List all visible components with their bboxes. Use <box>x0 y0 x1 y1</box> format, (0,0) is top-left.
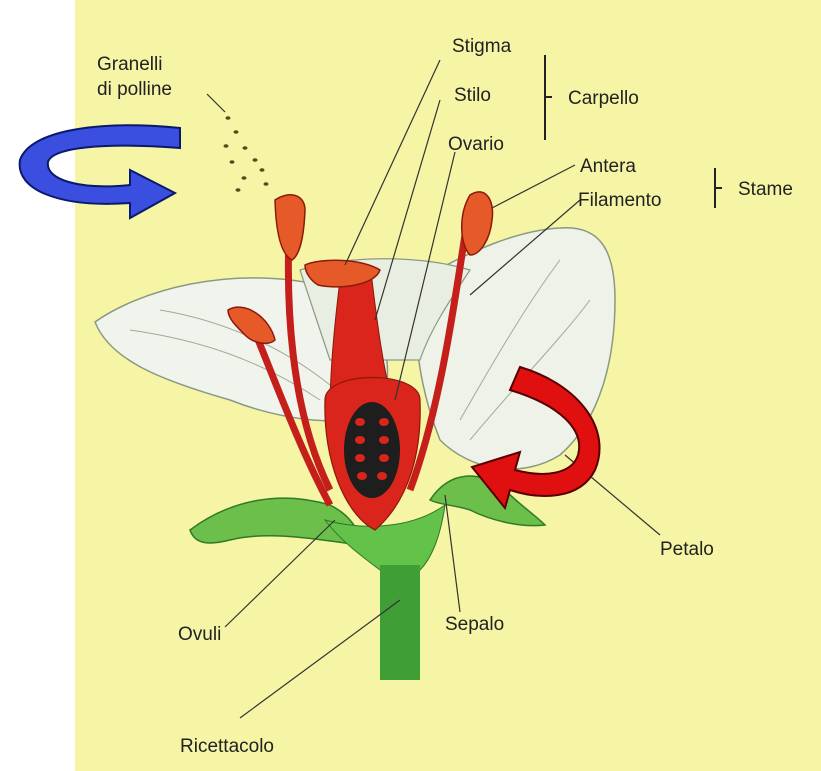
ovary-chamber <box>344 402 400 498</box>
label-filamento: Filamento <box>578 190 661 211</box>
label-ricettacolo: Ricettacolo <box>180 736 274 757</box>
label-ovuli: Ovuli <box>178 624 221 645</box>
label-sepalo: Sepalo <box>445 614 504 635</box>
label-carpello: Carpello <box>568 88 639 109</box>
label-stigma: Stigma <box>452 36 512 57</box>
label-stame: Stame <box>738 179 793 200</box>
label-pollen-line1: Granelli <box>97 54 162 75</box>
stem <box>380 565 420 680</box>
label-antera: Antera <box>580 156 636 177</box>
label-petalo: Petalo <box>660 539 714 560</box>
label-ovario: Ovario <box>448 134 504 155</box>
label-stilo: Stilo <box>454 85 491 106</box>
label-pollen-line2: di polline <box>97 79 172 100</box>
